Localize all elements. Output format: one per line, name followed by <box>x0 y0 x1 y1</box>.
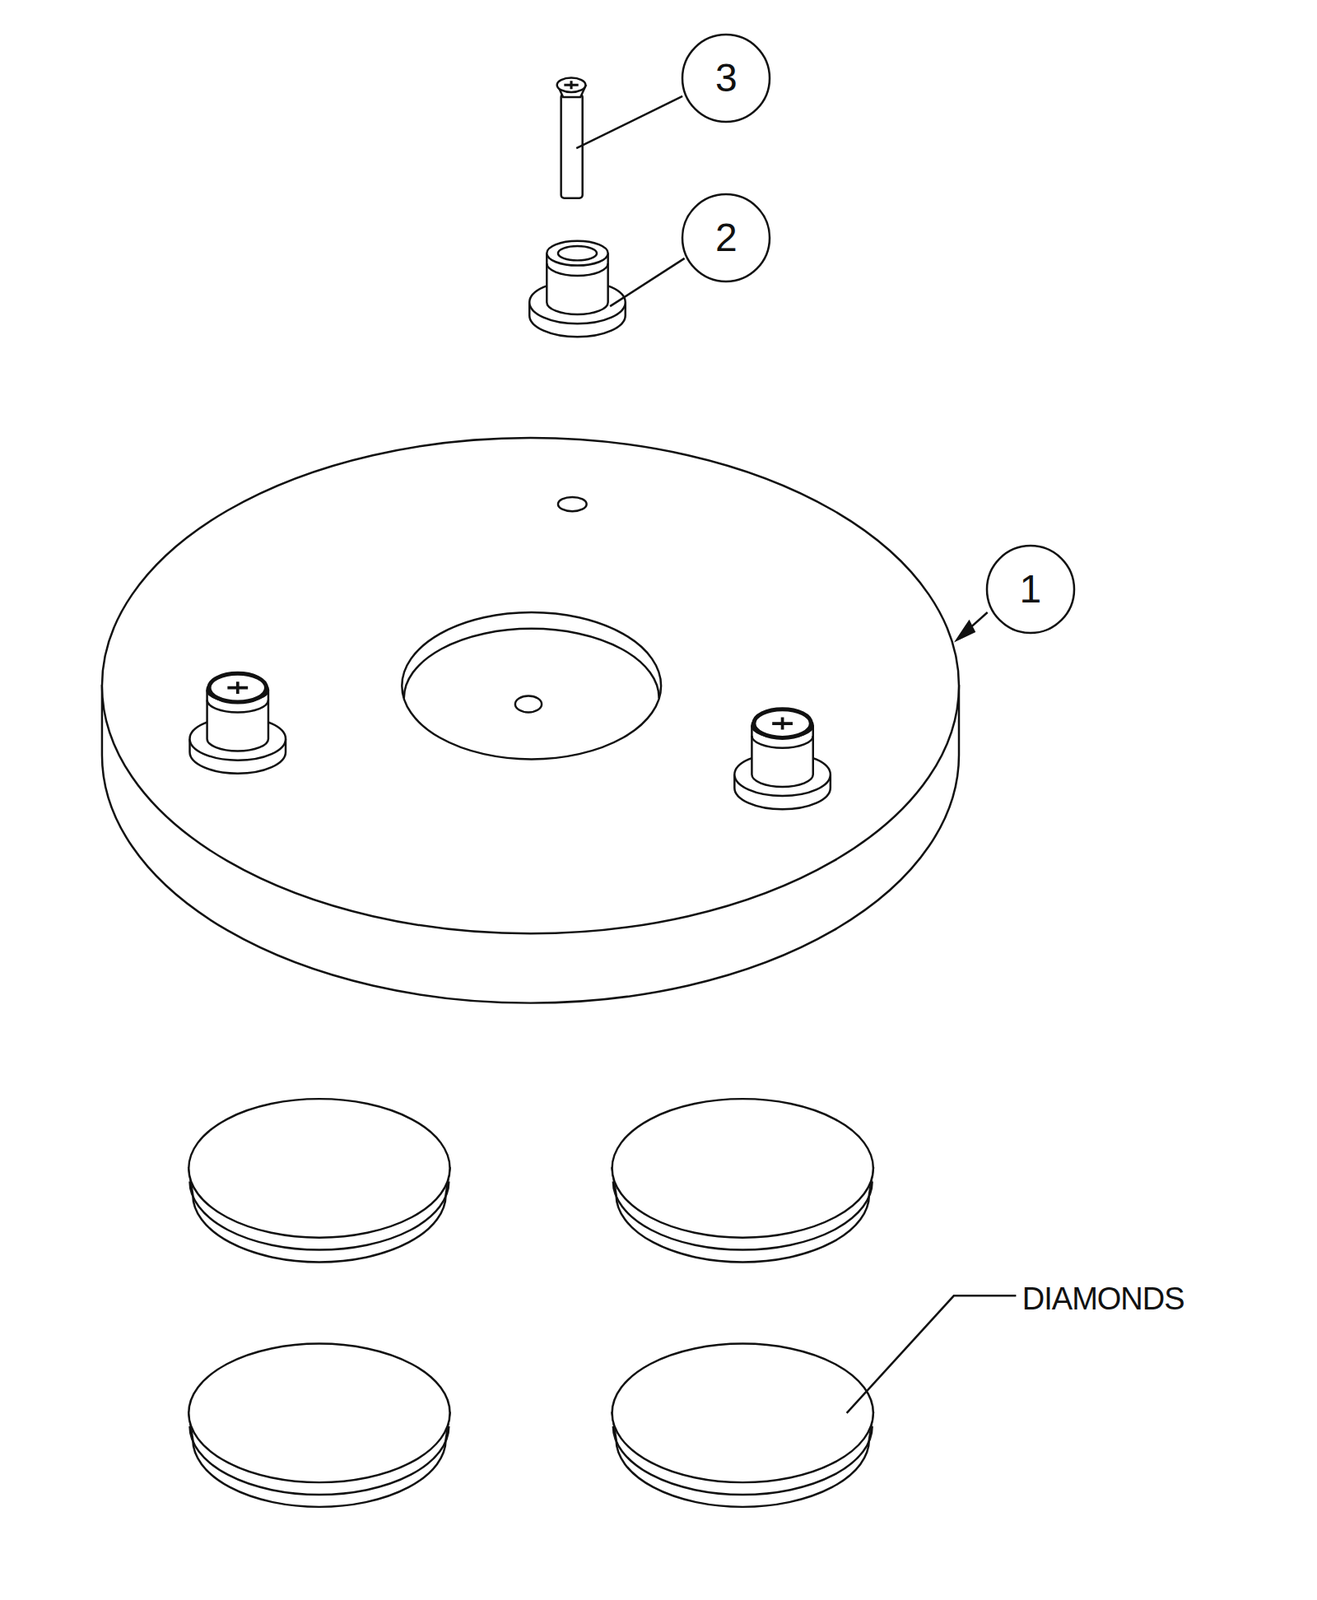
diamond-segment <box>612 1098 874 1262</box>
bushing <box>734 709 830 810</box>
part-label: DIAMONDS <box>1022 1283 1185 1315</box>
leader-line <box>576 96 683 149</box>
callout-number: 3 <box>715 58 738 98</box>
bushing <box>529 241 625 337</box>
callout-number: 1 <box>1019 569 1042 610</box>
callout-circle-shape <box>986 545 1075 633</box>
leader-line <box>846 1295 1017 1414</box>
disc-plate <box>102 437 959 1004</box>
callout-circle: 3 <box>680 32 772 124</box>
leader-line <box>609 258 685 307</box>
diamond-segment <box>188 1344 450 1508</box>
bushing <box>190 673 286 773</box>
callout-circle: 1 <box>985 544 1076 635</box>
callout-number: 2 <box>715 218 738 258</box>
diamond-segment <box>612 1344 874 1508</box>
leader-arrowhead <box>957 621 975 640</box>
callout-circle: 2 <box>680 192 772 284</box>
screw <box>557 78 587 199</box>
callout-circle-shape <box>682 34 770 122</box>
callout-circle-shape <box>682 194 770 282</box>
diamond-segment <box>188 1098 450 1262</box>
